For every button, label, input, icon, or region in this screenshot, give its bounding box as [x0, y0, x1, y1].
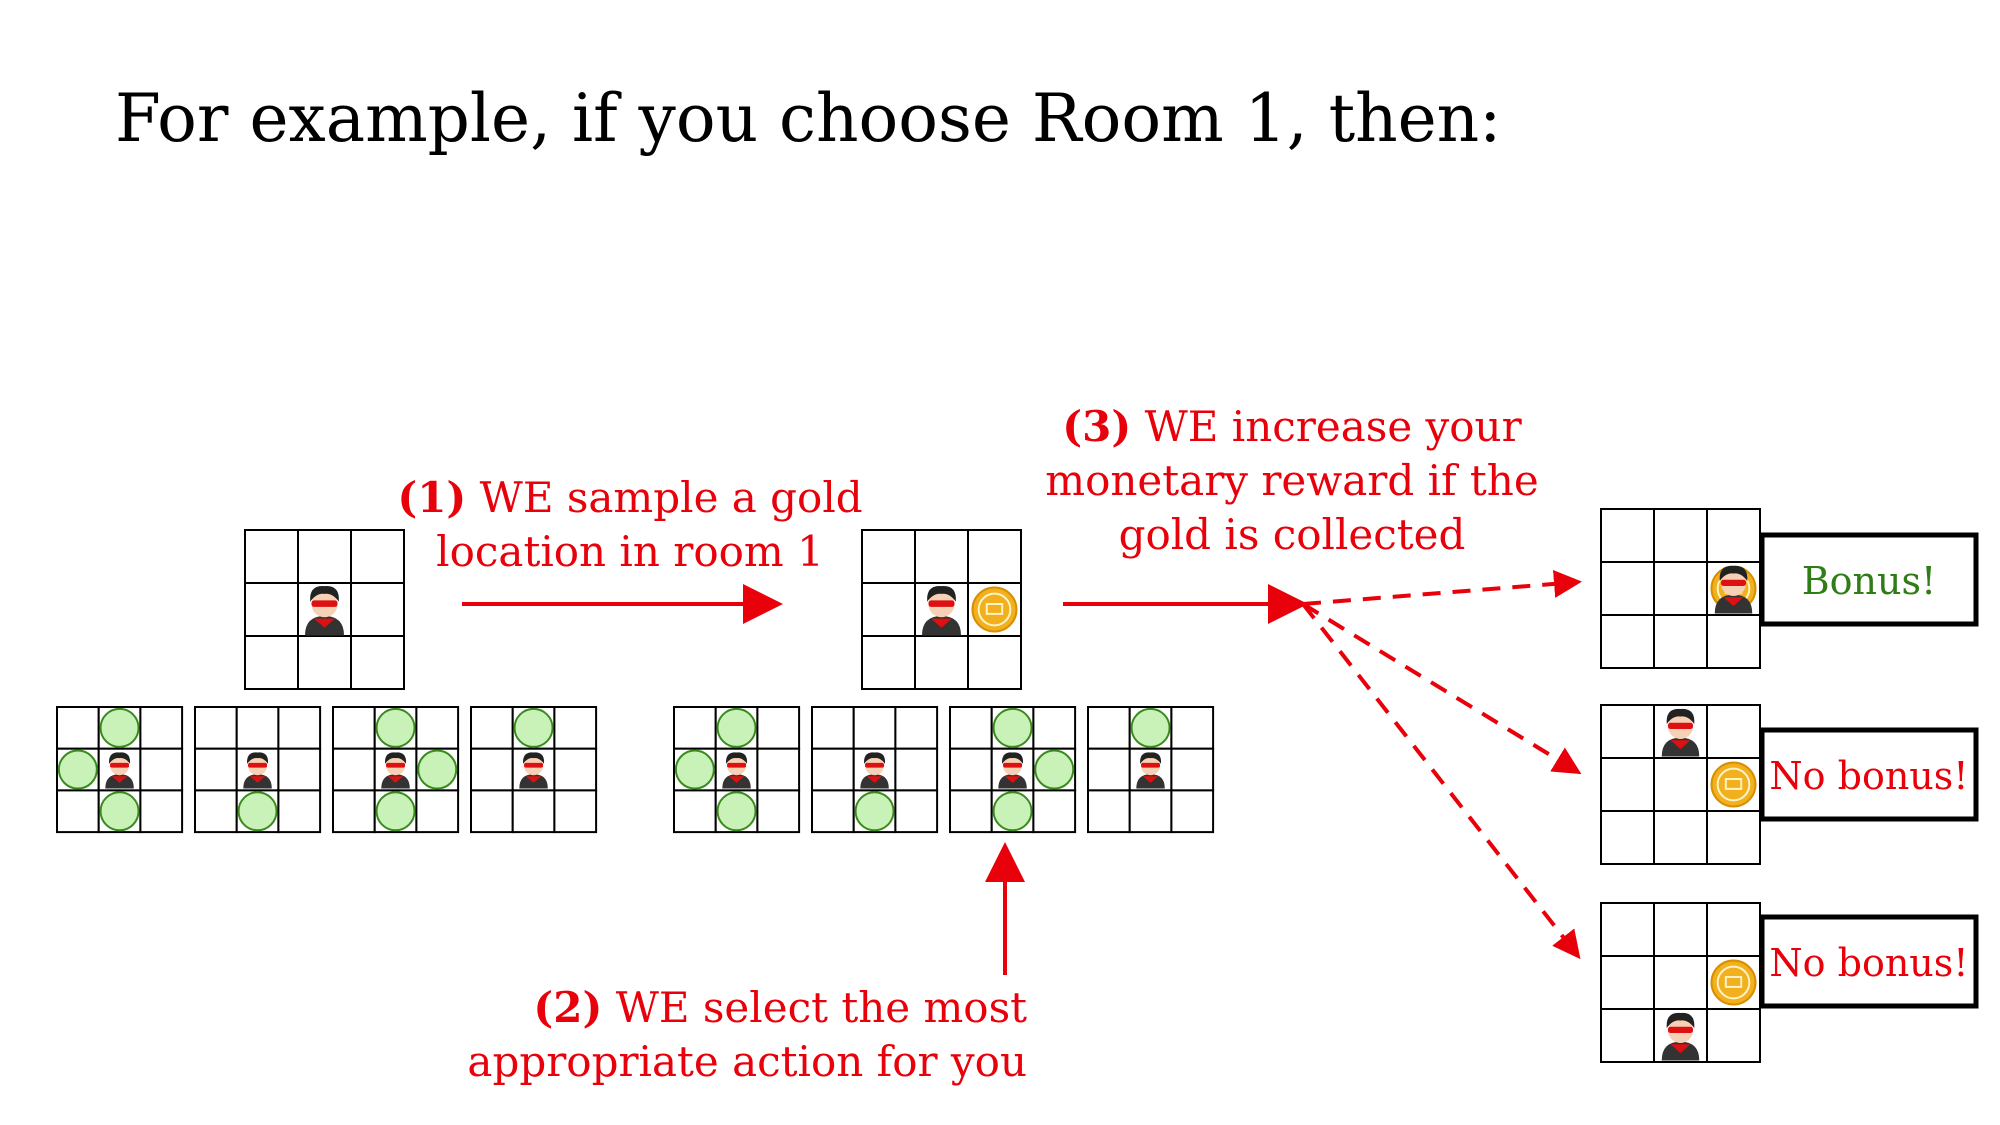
- gold-coin-icon: [971, 586, 1018, 633]
- right-option-grid-3: [949, 706, 1077, 834]
- green-circle-icon: [57, 749, 98, 790]
- superhero-avatar-icon: [105, 752, 134, 789]
- green-circle-icon: [99, 791, 140, 832]
- step1-label: (1) WE sample a gold: [397, 473, 862, 522]
- slide-title: For example, if you choose Room 1, then:: [115, 80, 1502, 157]
- step3-label: (3) WE increase your: [1062, 402, 1522, 451]
- room-grid-initial: [244, 529, 405, 690]
- superhero-avatar-icon: [860, 752, 889, 789]
- superhero-avatar-icon: [305, 586, 344, 636]
- dashed-arrow-bonus: [1302, 569, 1582, 606]
- green-circle-icon: [1034, 749, 1075, 790]
- green-circle-icon: [716, 791, 757, 832]
- green-circle-icon: [237, 791, 278, 832]
- step3-label-line2: monetary reward if the: [1045, 456, 1538, 505]
- outcome-box-nobonus-1: [1759, 727, 1979, 822]
- left-option-grid-4: [470, 706, 598, 834]
- outcome-label-nobonus-2: No bonus!: [1769, 941, 1968, 985]
- outcome-box-nobonus-2: [1759, 914, 1979, 1009]
- superhero-avatar-icon: [1136, 752, 1165, 789]
- dashed-arrow-nobonus-2: [1301, 602, 1581, 960]
- green-circle-icon: [375, 707, 416, 748]
- superhero-avatar-icon: [998, 752, 1027, 789]
- green-circle-icon: [854, 791, 895, 832]
- superhero-avatar-icon: [519, 752, 548, 789]
- green-circle-icon: [99, 707, 140, 748]
- green-circle-icon: [716, 707, 757, 748]
- left-option-grid-2: [194, 706, 322, 834]
- step2-label: (2) WE select the most: [533, 983, 1027, 1032]
- superhero-avatar-icon: [722, 752, 751, 789]
- green-circle-icon: [992, 707, 1033, 748]
- outcome-grid-nobonus-1: [1600, 704, 1761, 865]
- green-circle-icon: [417, 749, 458, 790]
- superhero-avatar-icon: [1661, 708, 1700, 757]
- green-circle-icon: [674, 749, 715, 790]
- room-grid-with-gold: [861, 529, 1022, 690]
- gold-coin-icon: [1710, 761, 1757, 808]
- outcome-box-bonus: [1759, 532, 1979, 627]
- left-option-grid-3: [332, 706, 460, 834]
- right-option-grid-4: [1087, 706, 1215, 834]
- step2-label-line2: appropriate action for you: [467, 1037, 1027, 1086]
- outcome-grid-nobonus-2: [1600, 902, 1761, 1063]
- outcome-label-bonus: Bonus!: [1802, 559, 1937, 603]
- outcome-grid-bonus: [1600, 508, 1761, 669]
- green-circle-icon: [513, 707, 554, 748]
- step1-label-line2: location in room 1: [436, 527, 824, 576]
- green-circle-icon: [1130, 707, 1171, 748]
- dashed-arrow-nobonus-1: [1301, 602, 1582, 775]
- left-option-grid-1: [56, 706, 184, 834]
- green-circle-icon: [992, 791, 1033, 832]
- step3-label-line3: gold is collected: [1119, 510, 1466, 559]
- green-circle-icon: [375, 791, 416, 832]
- superhero-avatar-icon: [1661, 1012, 1700, 1061]
- superhero-avatar-icon: [381, 752, 410, 789]
- right-option-grid-2: [811, 706, 939, 834]
- superhero-avatar-icon: [922, 586, 961, 636]
- outcome-label-nobonus-1: No bonus!: [1769, 754, 1968, 798]
- superhero-avatar-icon: [243, 752, 272, 789]
- right-option-grid-1: [673, 706, 801, 834]
- gold-coin-icon: [1710, 959, 1757, 1006]
- superhero-avatar-icon: [1714, 565, 1753, 614]
